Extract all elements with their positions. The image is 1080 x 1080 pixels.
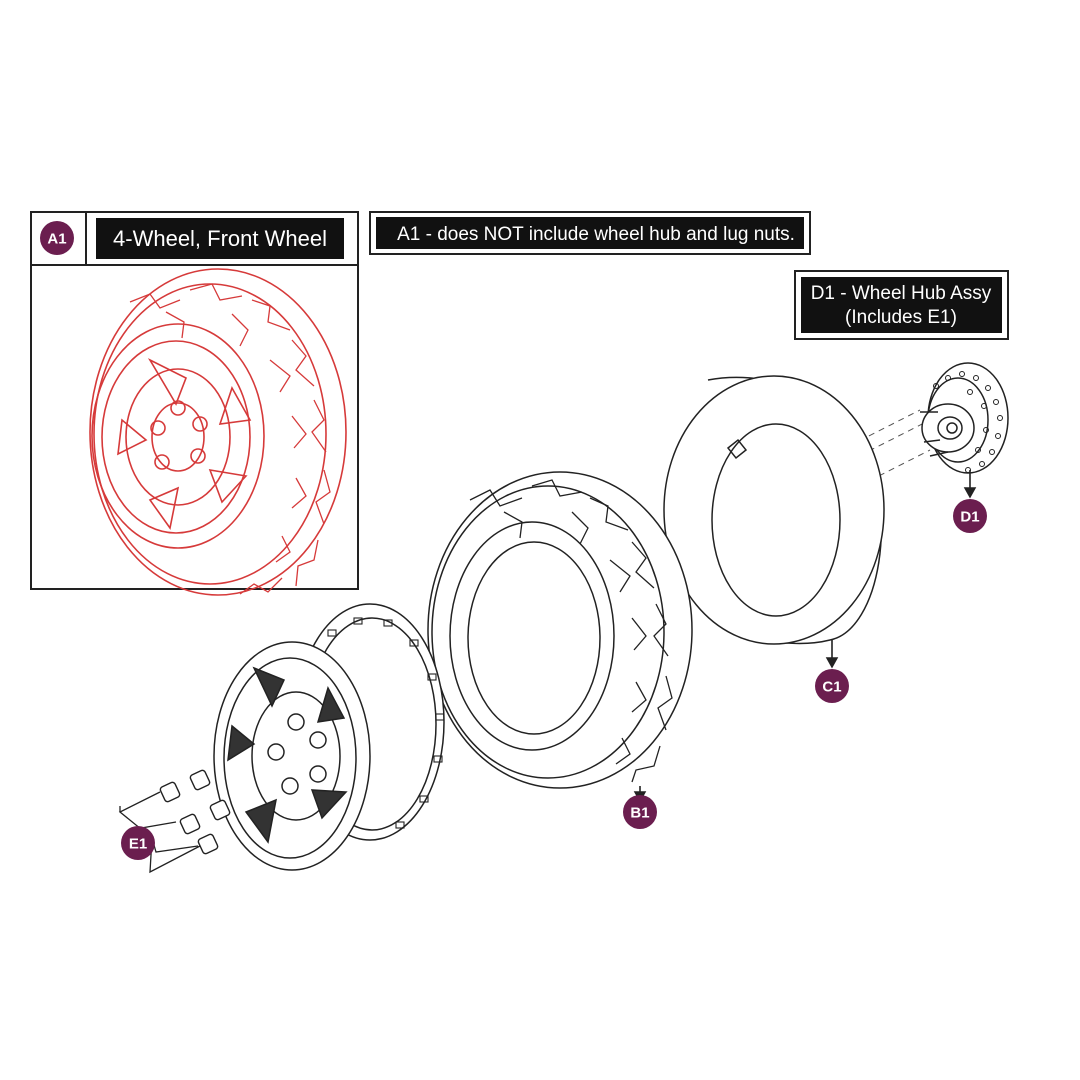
callout-b1-label: B1	[630, 805, 649, 822]
rim-lug-holes	[267, 713, 327, 795]
inset-panel-a1: A1 4-Wheel, Front Wheel	[30, 211, 359, 596]
note-d1: D1 - Wheel Hub Assy (Includes E1)	[794, 270, 1009, 340]
callout-c1-label: C1	[822, 679, 841, 696]
inset-tread	[129, 283, 331, 595]
callout-e1-label: E1	[129, 836, 147, 853]
tire-b1	[427, 471, 693, 803]
callout-d1: D1	[953, 499, 987, 533]
inset-spokes	[117, 358, 252, 530]
note-d1-line1: D1 - Wheel Hub Assy	[811, 283, 992, 304]
lug-nuts-e1	[159, 769, 231, 855]
callout-d1-label: D1	[960, 509, 979, 526]
callout-c1: C1	[815, 669, 849, 703]
rim-spokes	[227, 666, 348, 844]
note-a1: A1 - does NOT include wheel hub and lug …	[369, 211, 811, 255]
rim-front-half	[213, 641, 371, 871]
wheel-hub-d1	[920, 362, 1009, 499]
note-a1-text: A1 - does NOT include wheel hub and lug …	[397, 224, 795, 245]
inner-tube-c1	[663, 375, 885, 669]
badge-a1: A1	[40, 221, 74, 255]
callout-b1: B1	[623, 795, 657, 829]
tire-tread	[469, 479, 673, 783]
hub-holes	[933, 371, 1003, 473]
inset-title-text: 4-Wheel, Front Wheel	[113, 226, 327, 251]
inset-title: 4-Wheel, Front Wheel	[96, 218, 344, 259]
complete-wheel-highlight	[89, 268, 347, 596]
note-d1-line2: (Includes E1)	[845, 307, 957, 328]
callout-e1: E1	[121, 826, 155, 860]
hub-studs	[920, 411, 949, 457]
badge-a1-label: A1	[47, 231, 66, 248]
